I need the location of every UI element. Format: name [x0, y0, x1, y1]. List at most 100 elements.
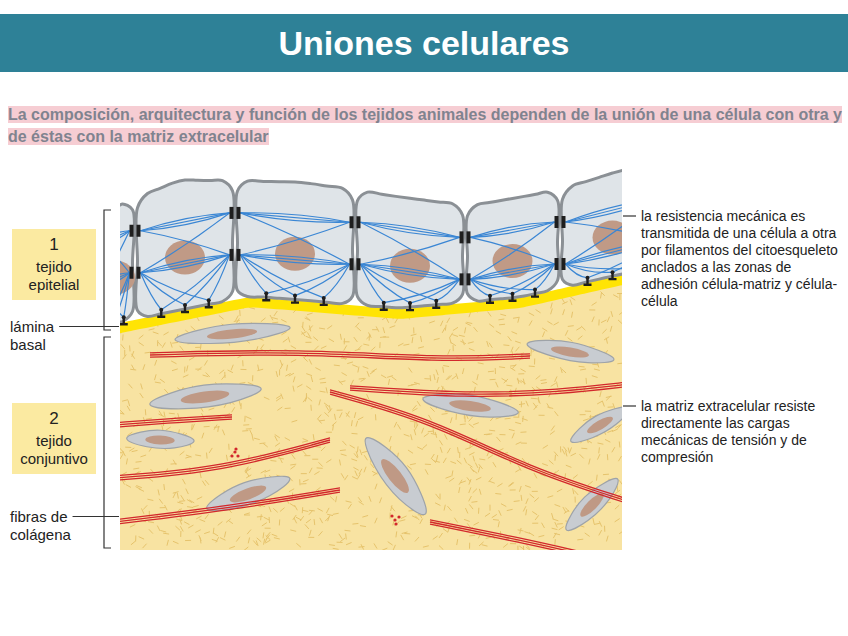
matrix-fleck	[486, 537, 492, 539]
matrix-fleck	[549, 460, 554, 464]
matrix-fleck	[306, 386, 311, 389]
matrix-fleck	[615, 490, 620, 494]
matrix-fleck	[501, 504, 506, 507]
matrix-fleck	[339, 534, 342, 539]
filament	[361, 264, 384, 302]
matrix-fleck	[596, 475, 598, 481]
matrix-fleck	[329, 405, 330, 411]
matrix-fleck	[317, 508, 322, 511]
matrix-fleck	[510, 489, 516, 490]
matrix-fleck	[515, 469, 520, 472]
matrix-fleck	[143, 544, 147, 548]
fibril-dot	[234, 447, 237, 450]
matrix-fleck	[442, 367, 444, 373]
matrix-fleck	[300, 483, 306, 484]
matrix-fleck	[290, 503, 295, 506]
matrix-fleck	[602, 401, 604, 407]
matrix-fleck	[309, 468, 312, 473]
matrix-fleck	[506, 385, 512, 387]
desmosome	[230, 249, 234, 261]
matrix-fleck	[565, 330, 568, 335]
matrix-fleck	[446, 376, 450, 380]
matrix-fleck	[355, 471, 357, 476]
matrix-fleck	[183, 375, 188, 377]
matrix-fleck	[240, 403, 241, 409]
matrix-fleck	[130, 369, 136, 371]
matrix-fleck	[315, 368, 320, 371]
matrix-fleck	[283, 339, 288, 343]
matrix-fleck	[594, 369, 600, 370]
matrix-fleck	[425, 469, 428, 474]
fibroblast	[356, 430, 436, 522]
subtitle: La composición, arquitectura y función d…	[8, 106, 842, 145]
matrix-fleck	[543, 445, 548, 448]
matrix-fleck	[386, 317, 389, 322]
matrix-fleck	[409, 368, 412, 373]
matrix-fleck	[243, 424, 249, 425]
leader-line	[73, 516, 119, 517]
fibroblast	[148, 377, 262, 415]
matrix-fleck	[226, 455, 227, 461]
matrix-fleck	[219, 315, 224, 319]
matrix-fleck	[320, 378, 326, 379]
filament	[141, 273, 186, 305]
matrix-fleck	[239, 382, 245, 383]
matrix-fleck	[141, 384, 143, 390]
matrix-fleck	[510, 543, 516, 544]
filament	[566, 240, 623, 264]
matrix-fleck	[464, 519, 470, 521]
epithelium	[120, 167, 622, 327]
matrix-fleck	[342, 355, 346, 360]
matrix-fleck	[256, 540, 258, 546]
fibril-dot	[236, 454, 239, 457]
filament	[490, 264, 555, 296]
matrix-fleck	[138, 317, 144, 318]
matrix-fleck	[140, 393, 143, 398]
matrix-fleck	[452, 470, 453, 476]
collagen-fibril	[120, 417, 232, 425]
matrix-fleck	[308, 537, 314, 538]
matrix-fleck	[431, 433, 437, 434]
matrix-fleck	[220, 538, 225, 541]
matrix-fleck	[367, 371, 369, 377]
matrix-fleck	[425, 464, 431, 465]
matrix-fleck	[445, 325, 447, 331]
matrix-fleck	[279, 519, 280, 525]
matrix-fleck	[594, 523, 600, 524]
matrix-fleck	[550, 431, 555, 435]
matrix-fleck	[128, 384, 132, 389]
matrix-fleck	[462, 368, 463, 374]
matrix-fleck	[512, 332, 518, 334]
matrix-fleck	[355, 298, 357, 304]
matrix-fleck	[320, 518, 323, 523]
filament	[141, 213, 230, 231]
matrix-fleck	[447, 318, 450, 323]
matrix-fleck	[202, 481, 205, 486]
matrix-fleck	[411, 384, 417, 385]
matrix-fleck	[352, 477, 357, 480]
matrix-fleck	[468, 342, 474, 344]
matrix-fleck	[432, 459, 436, 463]
matrix-fleck	[413, 405, 417, 410]
matrix-fleck	[618, 320, 622, 324]
matrix-fleck	[538, 398, 541, 403]
matrix-fleck	[175, 526, 179, 530]
matrix-fleck	[598, 319, 599, 325]
matrix-fleck	[318, 531, 322, 536]
matrix-fleck	[496, 331, 501, 334]
matrix-fleck	[399, 520, 405, 522]
matrix-fleck	[551, 426, 554, 431]
matrix-fleck	[179, 500, 185, 502]
matrix-fleck	[424, 433, 429, 437]
hemidesmosome-plaque	[322, 296, 326, 300]
matrix-fleck	[363, 366, 369, 368]
matrix-fleck	[520, 431, 526, 432]
matrix-fleck	[381, 375, 386, 378]
matrix-fleck	[453, 327, 458, 330]
matrix-fleck	[270, 460, 276, 462]
matrix-fleck	[139, 537, 144, 539]
matrix-fleck	[599, 521, 602, 526]
matrix-fleck	[541, 382, 547, 383]
desmosome	[350, 258, 354, 270]
matrix-fleck	[513, 317, 519, 319]
